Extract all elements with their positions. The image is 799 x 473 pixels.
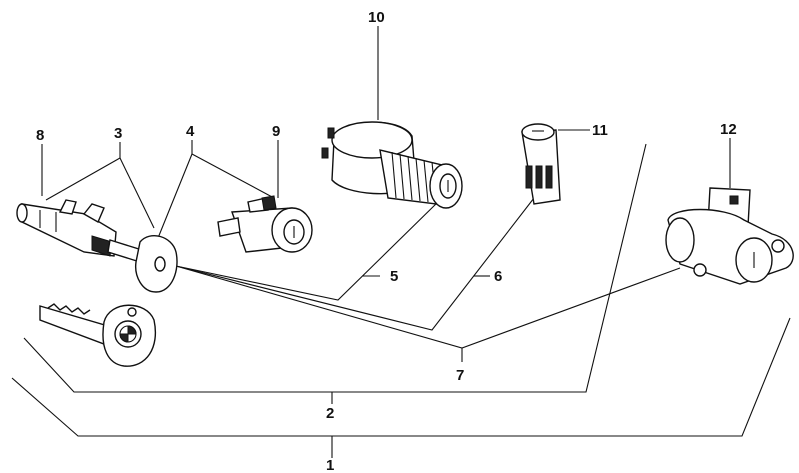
leader-6 — [175, 197, 535, 331]
callout-8: 8 — [36, 127, 44, 144]
callout-labels: 1 2 3 4 5 6 7 8 9 10 11 12 — [36, 9, 737, 473]
part-12-trunk-lock — [665, 187, 794, 285]
part-8-lock-barrel — [16, 199, 117, 257]
part-key-lower — [39, 303, 156, 367]
leader-3b — [119, 157, 155, 229]
callout-7: 7 — [456, 367, 464, 384]
ignition-threads — [391, 151, 437, 204]
part-9-cylinder — [217, 195, 313, 253]
callout-11: 11 — [592, 122, 608, 139]
callout-12: 12 — [720, 121, 737, 138]
leader-4b — [191, 153, 275, 199]
callout-1: 1 — [326, 457, 334, 473]
callout-2: 2 — [326, 405, 334, 422]
leader-3a — [45, 157, 121, 201]
leader-4a — [157, 153, 193, 239]
part-11-cylinder — [521, 123, 561, 205]
leader-1 — [11, 317, 791, 437]
part-10-ignition-switch — [321, 121, 463, 209]
leader-2 — [23, 143, 647, 393]
callout-5: 5 — [390, 268, 398, 285]
part-key-upper — [107, 234, 178, 293]
callout-6: 6 — [494, 268, 502, 285]
callout-4: 4 — [186, 123, 195, 140]
callout-10: 10 — [368, 9, 385, 26]
leader-7 — [175, 265, 681, 349]
leader-5 — [175, 199, 441, 301]
cylinder-pins — [525, 165, 553, 189]
leader-lines — [11, 26, 791, 458]
callout-9: 9 — [272, 123, 280, 140]
callout-3: 3 — [114, 125, 122, 142]
